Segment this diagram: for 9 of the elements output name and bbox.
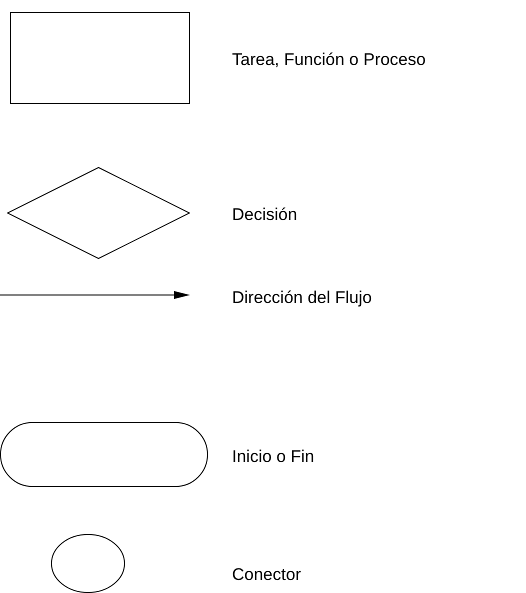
legend-label: Dirección del Flujo (232, 287, 372, 309)
legend-label: Conector (232, 564, 301, 586)
connector-circle-symbol (51, 534, 125, 593)
legend-label: Inicio o Fin (232, 446, 314, 468)
legend-label: Tarea, Función o Proceso (232, 49, 426, 71)
legend-label: Decisión (232, 204, 298, 226)
process-rectangle-symbol (10, 12, 190, 104)
decision-diamond-symbol (7, 167, 190, 259)
terminator-symbol (0, 422, 208, 487)
